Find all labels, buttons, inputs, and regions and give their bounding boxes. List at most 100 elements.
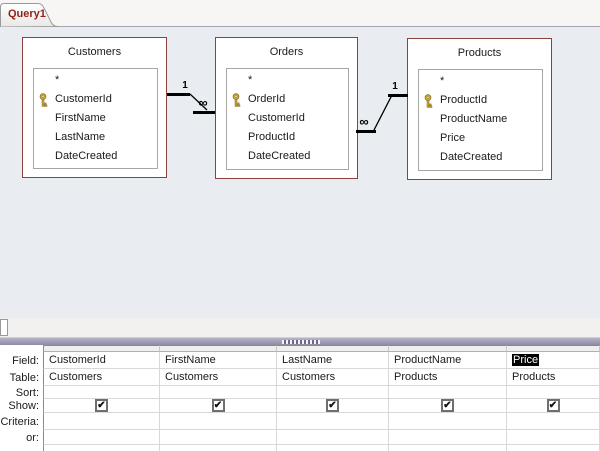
join2-many-label: ∞ bbox=[359, 114, 369, 129]
table-cell[interactable]: Products bbox=[389, 369, 507, 386]
field-row[interactable]: LastName bbox=[34, 128, 157, 147]
diagram-scroll-strip bbox=[0, 318, 600, 337]
field-row[interactable]: ProductId bbox=[419, 91, 542, 110]
splitter-grip-icon[interactable] bbox=[282, 340, 320, 344]
table-products[interactable]: Products * ProductId ProductName Price D… bbox=[407, 38, 552, 180]
field-cell[interactable]: FirstName bbox=[160, 352, 277, 369]
field-name: ProductId bbox=[440, 94, 488, 106]
field-row[interactable]: FirstName bbox=[34, 109, 157, 128]
tab-query1[interactable]: Query1 bbox=[8, 8, 46, 20]
field-row[interactable]: CustomerId bbox=[34, 90, 157, 109]
sort-cell[interactable] bbox=[507, 386, 600, 399]
table-title[interactable]: Products bbox=[457, 47, 502, 59]
or-cell[interactable] bbox=[389, 445, 507, 451]
show-checkbox[interactable]: ✔ bbox=[326, 399, 339, 412]
column-selector[interactable] bbox=[160, 345, 277, 352]
or-cell[interactable] bbox=[277, 445, 389, 451]
criteria-cell[interactable] bbox=[43, 413, 160, 430]
field-name: Price bbox=[440, 132, 466, 144]
join2-one-bar[interactable] bbox=[388, 94, 408, 97]
or-cell[interactable] bbox=[43, 430, 160, 445]
field-name: ProductName bbox=[440, 113, 508, 125]
field-row[interactable]: DateCreated bbox=[34, 147, 157, 166]
field-list: * OrderId CustomerId ProductId DateCreat… bbox=[226, 68, 349, 170]
field-cell[interactable]: ProductName bbox=[389, 352, 507, 369]
join1-one-bar[interactable] bbox=[167, 93, 190, 96]
column-selector[interactable] bbox=[277, 345, 389, 352]
show-cell: ✔ bbox=[277, 399, 389, 413]
field-cell[interactable]: CustomerId bbox=[43, 352, 160, 369]
table-cell[interactable]: Customers bbox=[277, 369, 389, 386]
column-selector[interactable] bbox=[389, 345, 507, 352]
table-orders[interactable]: Orders * OrderId CustomerId ProductId Da… bbox=[215, 37, 358, 179]
or-cell[interactable] bbox=[43, 445, 160, 451]
field-name: DateCreated bbox=[248, 150, 311, 162]
field-row[interactable]: * bbox=[419, 72, 542, 91]
criteria-cell[interactable] bbox=[160, 413, 277, 430]
join1-many-label: ∞ bbox=[198, 95, 208, 110]
show-checkbox[interactable]: ✔ bbox=[546, 399, 560, 412]
field-value: CustomerId bbox=[49, 354, 106, 366]
field-cell-selected[interactable]: Price bbox=[507, 352, 600, 369]
key-icon bbox=[38, 93, 48, 107]
table-value: Customers bbox=[49, 371, 103, 383]
criteria-cell[interactable] bbox=[389, 413, 507, 430]
field-name: CustomerId bbox=[248, 112, 305, 124]
document-tab-bar: Query1 bbox=[0, 0, 600, 27]
show-checkbox[interactable]: ✔ bbox=[211, 399, 225, 412]
field-list: * ProductId ProductName Price DateCreate… bbox=[418, 69, 543, 171]
or-cell[interactable] bbox=[277, 430, 389, 445]
field-row[interactable]: ProductName bbox=[419, 110, 542, 129]
field-row[interactable]: * bbox=[227, 71, 348, 90]
field-cell[interactable]: LastName bbox=[277, 352, 389, 369]
join2-many-bar[interactable] bbox=[356, 130, 376, 133]
field-name: FirstName bbox=[55, 112, 106, 124]
column-selector[interactable] bbox=[507, 345, 600, 352]
join1-many-bar[interactable] bbox=[193, 111, 215, 114]
sort-cell[interactable] bbox=[43, 386, 160, 399]
column-selector[interactable] bbox=[43, 345, 160, 352]
sort-cell[interactable] bbox=[277, 386, 389, 399]
table-cell[interactable]: Customers bbox=[160, 369, 277, 386]
show-checkbox[interactable]: ✔ bbox=[95, 399, 108, 412]
sort-cell[interactable] bbox=[389, 386, 507, 399]
table-customers[interactable]: Customers * CustomerId FirstName LastNam… bbox=[22, 37, 167, 178]
join2-one-label: 1 bbox=[392, 81, 398, 92]
sort-cell[interactable] bbox=[160, 386, 277, 399]
or-cell[interactable] bbox=[507, 430, 600, 445]
field-name: OrderId bbox=[248, 93, 286, 105]
field-name: DateCreated bbox=[55, 150, 118, 162]
row-label-table: Table: bbox=[9, 371, 39, 384]
field-row[interactable]: Price bbox=[419, 129, 542, 148]
or-cell[interactable] bbox=[507, 445, 600, 451]
field-list: * CustomerId FirstName LastName DateCrea… bbox=[33, 68, 158, 169]
or-cell[interactable] bbox=[160, 445, 277, 451]
row-label-field: Field: bbox=[12, 354, 39, 367]
field-row[interactable]: ProductId bbox=[227, 128, 348, 147]
field-row[interactable]: DateCreated bbox=[227, 147, 348, 166]
field-row[interactable]: OrderId bbox=[227, 90, 348, 109]
row-label-or: or: bbox=[26, 431, 39, 444]
field-value-selected: Price bbox=[512, 354, 540, 366]
pane-splitter[interactable] bbox=[0, 337, 600, 345]
table-cell[interactable]: Products bbox=[507, 369, 600, 386]
table-cell[interactable]: Customers bbox=[43, 369, 160, 386]
table-title[interactable]: Customers bbox=[67, 46, 122, 58]
criteria-cell[interactable] bbox=[277, 413, 389, 430]
field-name: * bbox=[440, 75, 445, 87]
field-name: * bbox=[55, 74, 60, 86]
join1-one-label: 1 bbox=[182, 80, 188, 91]
show-checkbox[interactable]: ✔ bbox=[441, 399, 454, 412]
field-name: ProductId bbox=[248, 131, 296, 143]
or-cell[interactable] bbox=[389, 430, 507, 445]
field-row[interactable]: * bbox=[34, 71, 157, 90]
grid-corner bbox=[0, 345, 43, 352]
field-value: LastName bbox=[282, 354, 333, 366]
key-icon bbox=[423, 94, 433, 108]
field-row[interactable]: CustomerId bbox=[227, 109, 348, 128]
criteria-cell[interactable] bbox=[507, 413, 600, 430]
table-title[interactable]: Orders bbox=[269, 46, 304, 58]
field-row[interactable]: DateCreated bbox=[419, 148, 542, 167]
or-cell[interactable] bbox=[160, 430, 277, 445]
